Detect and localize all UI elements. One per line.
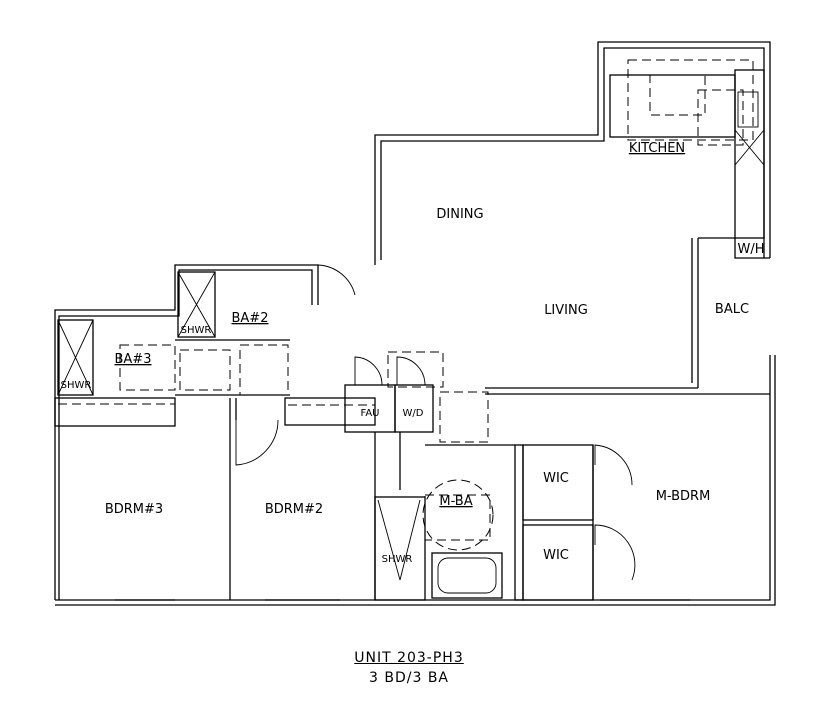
room-label-kitchen: KITCHEN <box>629 141 685 156</box>
room-label-wd: W/D <box>403 408 424 419</box>
room-label-wic-2: WIC <box>543 548 569 563</box>
room-label-mbdrm: M-BDRM <box>656 489 711 504</box>
shower-fixtures <box>57 271 421 581</box>
room-label-mba: M-BA <box>439 494 472 509</box>
room-label-fau: FAU <box>361 408 380 419</box>
room-label-wic-1: WIC <box>543 471 569 486</box>
room-label-shwr-ba3: SHWR <box>61 380 92 391</box>
room-label-dining: DINING <box>436 207 483 222</box>
outer-walls <box>54 41 776 606</box>
doors <box>235 264 636 581</box>
room-label-bdrm2: BDRM#2 <box>265 502 323 517</box>
room-label-shwr-mba: SHWR <box>382 554 413 565</box>
unit-title: UNIT 203-PH3 <box>354 650 464 666</box>
unit-summary: 3 BD/3 BA <box>369 670 449 686</box>
room-label-wh: W/H <box>737 242 764 257</box>
room-label-shwr-ba2: SHWR <box>181 325 212 336</box>
room-label-bdrm3: BDRM#3 <box>105 502 163 517</box>
dashed-outlines <box>58 59 754 551</box>
room-label-balc: BALC <box>715 302 749 317</box>
room-label-ba3: BA#3 <box>115 352 152 367</box>
room-label-living: LIVING <box>544 303 588 318</box>
room-label-ba2: BA#2 <box>232 311 269 326</box>
